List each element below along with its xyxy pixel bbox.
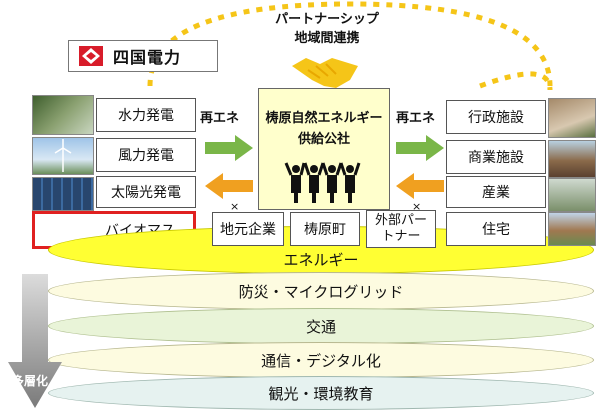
layer-disaster-microgrid-label: 防災・マイクログリッド xyxy=(238,282,404,301)
consumer-commercial-label: 商業施設 xyxy=(468,150,524,166)
layer-tourism-education-label: 観光・環境教育 xyxy=(268,384,374,403)
layer-communication-digital: 通信・デジタル化 xyxy=(48,342,594,378)
orange-arrow-left-icon xyxy=(205,173,253,199)
handshake-icon xyxy=(292,58,358,88)
partner-local-companies-label: 地元企業 xyxy=(220,222,276,238)
green-arrow-right-icon xyxy=(396,135,444,161)
cross-mark-left: × xyxy=(230,200,240,213)
consumer-industry-label: 産業 xyxy=(482,185,510,201)
layer-transport: 交通 xyxy=(48,308,594,344)
green-arrow-left-icon xyxy=(205,135,253,161)
people-icon xyxy=(284,162,361,203)
multilayer-label: 多層化 xyxy=(12,374,49,388)
source-solar-label: 太陽光発電 xyxy=(111,185,181,201)
layer-disaster-microgrid: 防災・マイクログリッド xyxy=(48,272,594,310)
partnership-label: パートナーシップ 地域間連携 xyxy=(262,10,392,48)
partner-local-companies: 地元企業 xyxy=(212,212,284,246)
company-name: 四国電力 xyxy=(113,48,182,67)
layer-communication-digital-label: 通信・デジタル化 xyxy=(261,351,381,370)
partner-external-label: 外部パー トナー xyxy=(374,213,427,244)
layer-energy-label: エネルギー xyxy=(283,250,359,269)
partner-yusuhara-town-label: 梼原町 xyxy=(304,222,346,238)
wind-photo xyxy=(32,137,94,175)
layer-transport-label: 交通 xyxy=(305,317,336,336)
industry-photo xyxy=(548,178,596,212)
center-title-line1: 梼原自然エネルギー xyxy=(265,111,383,126)
renewable-label-left: 再エネ xyxy=(200,111,240,126)
company-logo: 四国電力 xyxy=(68,40,218,72)
orange-arrow-right-icon xyxy=(396,173,444,199)
shikoku-logo-icon xyxy=(79,46,103,66)
center-title-line2: 供給公社 xyxy=(297,132,350,147)
consumer-government: 行政施設 xyxy=(446,100,546,134)
layer-tourism-education: 観光・環境教育 xyxy=(48,376,594,410)
government-photo xyxy=(548,98,596,138)
renewable-label-right: 再エネ xyxy=(396,111,436,126)
inter-regional-label: 地域間連携 xyxy=(294,31,360,46)
multilayer-down-arrow-icon xyxy=(8,274,62,408)
hydro-photo xyxy=(32,95,94,135)
partnership-title: パートナーシップ xyxy=(275,12,379,27)
solar-photo xyxy=(32,177,94,211)
residential-photo xyxy=(548,212,596,246)
source-wind-label: 風力発電 xyxy=(118,148,174,164)
consumer-residential: 住宅 xyxy=(446,212,546,246)
source-hydro-label: 水力発電 xyxy=(118,108,174,124)
source-hydro: 水力発電 xyxy=(96,98,196,132)
source-solar: 太陽光発電 xyxy=(96,176,196,208)
consumer-government-label: 行政施設 xyxy=(468,110,524,126)
partner-yusuhara-town: 梼原町 xyxy=(290,212,360,246)
source-wind: 風力発電 xyxy=(96,138,196,172)
consumer-residential-label: 住宅 xyxy=(482,222,510,238)
consumer-commercial: 商業施設 xyxy=(446,140,546,174)
partner-external: 外部パー トナー xyxy=(366,210,436,248)
center-organization: 梼原自然エネルギー 供給公社 xyxy=(258,88,390,210)
cross-mark-right: × xyxy=(412,200,422,213)
wind-turbine-icon xyxy=(54,139,72,172)
commercial-photo xyxy=(548,140,596,178)
consumer-industry: 産業 xyxy=(446,176,546,208)
